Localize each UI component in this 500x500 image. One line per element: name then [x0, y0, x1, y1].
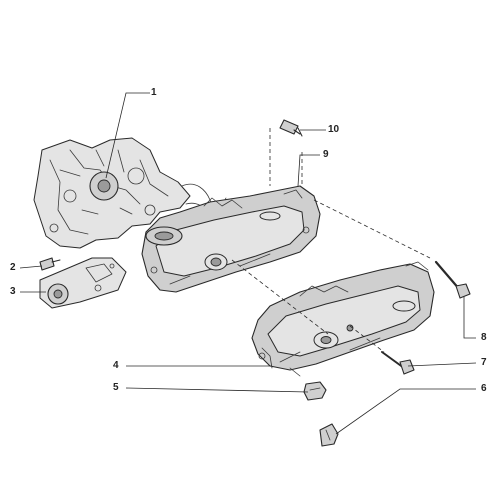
callout-number-8: 8	[481, 332, 487, 343]
assembly-lines	[231, 128, 431, 353]
long-bolt-top	[279, 119, 303, 137]
inner-transmission-cover	[141, 185, 321, 293]
callout-number-1: 1	[151, 87, 157, 98]
callout-number-2: 2	[10, 262, 16, 273]
callout-number-9: 9	[323, 149, 329, 160]
callout-number-10: 10	[328, 124, 340, 135]
leader-lines	[19, 92, 477, 435]
long-bolt-right	[434, 260, 471, 299]
gasket-plate	[39, 257, 127, 309]
small-screw	[39, 257, 61, 271]
callout-number-4: 4	[113, 360, 119, 371]
clamp-clip	[303, 381, 327, 401]
outer-transmission-cover	[251, 261, 435, 377]
callout-number-3: 3	[10, 286, 16, 297]
small-plug	[319, 423, 339, 447]
callout-number-7: 7	[481, 357, 487, 368]
callout-number-5: 5	[113, 382, 119, 393]
medium-bolt	[381, 351, 415, 375]
callout-number-6: 6	[481, 383, 487, 394]
